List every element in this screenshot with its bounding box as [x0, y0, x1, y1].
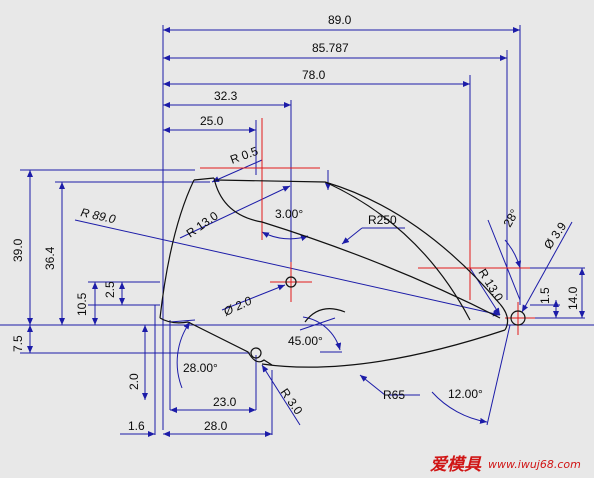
watermark: 爱模具 www.iwuj68.com — [430, 455, 581, 475]
dim-10-5: 10.5 — [75, 292, 89, 316]
dim-12-deg: 12.00° — [448, 387, 483, 401]
horizontal-dimensions — [120, 27, 520, 437]
dim-r3-0: R 3.0 — [278, 386, 306, 418]
dim-r65: R65 — [383, 388, 405, 402]
watermark-chinese: 爱模具 — [430, 455, 482, 475]
dim-36-4: 36.4 — [43, 246, 57, 270]
dim-r250: R250 — [368, 213, 397, 227]
extension-lines — [0, 25, 594, 435]
dim-28-0: 28.0 — [204, 419, 228, 433]
dim-2-5: 2.5 — [103, 281, 117, 298]
watermark-url: www.iwuj68.com — [488, 458, 581, 471]
dim-28-00-deg: 28.00° — [183, 361, 218, 375]
vertical-dimensions — [27, 170, 585, 400]
leader-lines — [74, 159, 573, 426]
dim-1-5: 1.5 — [538, 287, 552, 304]
dim-1-6: 1.6 — [128, 419, 145, 433]
dim-25-0: 25.0 — [200, 114, 224, 128]
dim-23-0: 23.0 — [213, 395, 237, 409]
dim-32-3: 32.3 — [214, 89, 238, 103]
part-outline — [159, 177, 526, 368]
dim-39-0: 39.0 — [11, 238, 25, 262]
dim-dia2-0: Ø 2.0 — [220, 293, 254, 319]
dim-dia3-9: Ø 3.9 — [541, 219, 569, 251]
dim-28-deg: 28° — [500, 207, 521, 230]
hole-dia3-9 — [510, 310, 526, 326]
dim-r89-0: R 89.0 — [79, 205, 117, 226]
dim-14-0: 14.0 — [566, 286, 580, 310]
dim-2-0: 2.0 — [127, 373, 141, 390]
dim-85-787: 85.787 — [312, 41, 349, 55]
dim-r13-right: R 13.0 — [475, 266, 506, 304]
dim-89-0: 89.0 — [328, 13, 352, 27]
dim-r13-upper: R 13.0 — [184, 209, 221, 241]
hole-r3-0 — [250, 347, 262, 359]
dim-7-5: 7.5 — [11, 335, 25, 352]
hole-dia2-0 — [285, 276, 297, 288]
dim-3-00-deg: 3.00° — [275, 207, 303, 221]
dim-45-deg: 45.00° — [288, 334, 323, 348]
dim-78-0: 78.0 — [302, 68, 326, 82]
dimension-labels: 89.0 85.787 78.0 32.3 25.0 R 0.5 R 13.0 … — [11, 13, 580, 433]
